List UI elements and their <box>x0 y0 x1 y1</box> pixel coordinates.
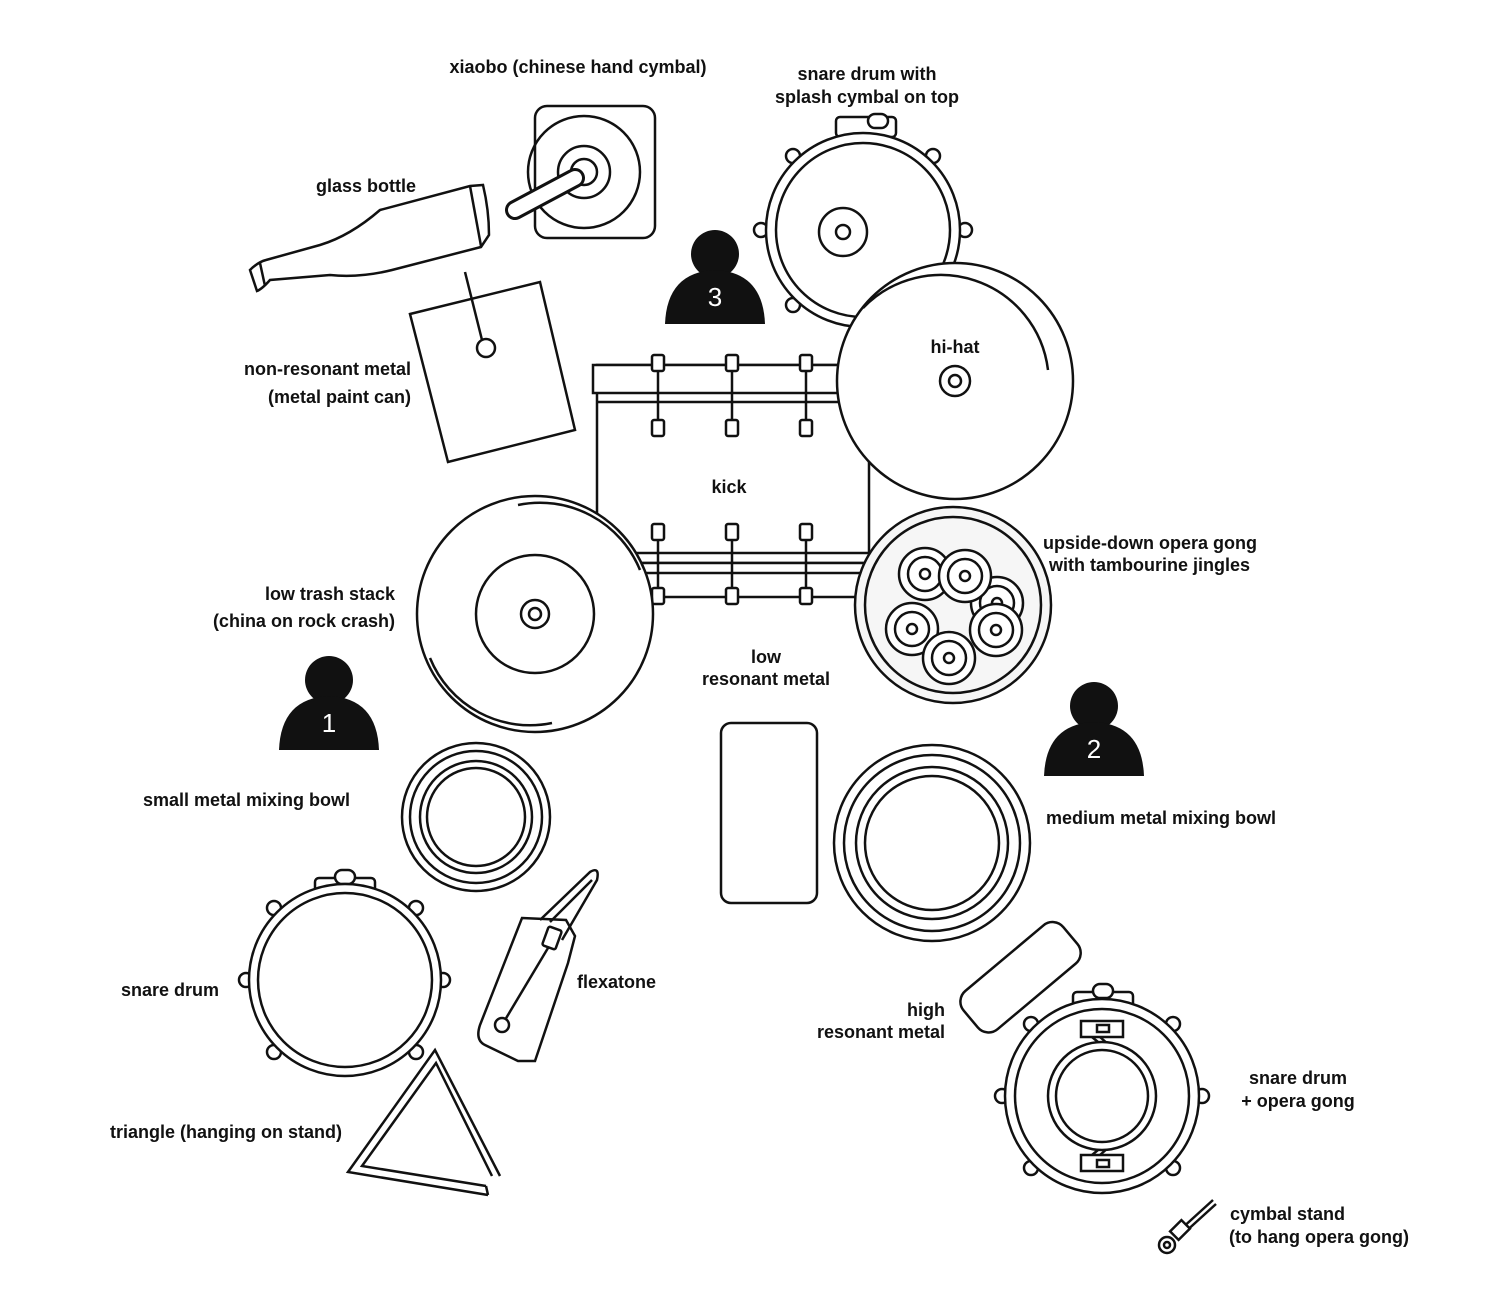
medium-metal-mixing-bowl <box>832 743 1032 943</box>
small-metal-mixing-bowl <box>400 741 552 893</box>
player-1-marker: 1 <box>279 656 379 750</box>
label-non-resonant-line2: (metal paint can) <box>268 387 411 407</box>
label-medium-bowl: medium metal mixing bowl <box>1046 808 1276 828</box>
metal-paint-can <box>408 271 577 464</box>
label-hi-hat: hi-hat <box>931 337 980 357</box>
label-high-resonant-line1: high <box>907 1000 945 1020</box>
low-trash-stack <box>415 494 655 734</box>
label-glass-bottle: glass bottle <box>316 176 416 196</box>
high-resonant-metal <box>959 920 1082 1034</box>
label-non-resonant-line1: non-resonant metal <box>244 359 411 379</box>
snare-drum <box>237 868 452 1078</box>
label-snare-gong-line2: + opera gong <box>1241 1091 1355 1111</box>
label-xiaobo: xiaobo (chinese hand cymbal) <box>449 57 706 77</box>
kick-drum <box>591 353 875 606</box>
label-opera-gong-line1: upside-down opera gong <box>1043 533 1257 553</box>
opera-gong-with-jingles <box>853 505 1053 705</box>
label-snare-splash-line1: snare drum with <box>797 64 936 84</box>
label-snare-gong-line1: snare drum <box>1249 1068 1347 1088</box>
label-kick: kick <box>711 477 747 497</box>
cymbal-stand <box>1157 1199 1217 1255</box>
tambourine-jingles <box>884 546 1025 686</box>
label-triangle: triangle (hanging on stand) <box>110 1122 342 1142</box>
labels: xiaobo (chinese hand cymbal) snare drum … <box>110 57 1409 1247</box>
kick-tension-rods <box>650 353 814 606</box>
low-resonant-metal <box>719 721 819 905</box>
player-2-marker: 2 <box>1044 682 1144 776</box>
glass-bottle <box>248 183 491 293</box>
player-1-number: 1 <box>322 708 336 738</box>
player-3-number: 3 <box>708 282 722 312</box>
flexatone <box>477 869 599 1063</box>
label-low-resonant-line1: low <box>751 647 782 667</box>
label-trash-stack-line2: (china on rock crash) <box>213 611 395 631</box>
label-high-resonant-line2: resonant metal <box>817 1022 945 1042</box>
label-low-resonant-line2: resonant metal <box>702 669 830 689</box>
xiaobo-cymbal <box>505 104 657 240</box>
label-cymbal-stand-line2: (to hang opera gong) <box>1229 1227 1409 1247</box>
snare-with-opera-gong <box>993 982 1211 1195</box>
label-snare-splash-line2: splash cymbal on top <box>775 87 959 107</box>
hi-hat <box>835 261 1075 501</box>
label-small-bowl: small metal mixing bowl <box>143 790 350 810</box>
label-snare-drum: snare drum <box>121 980 219 1000</box>
player-2-number: 2 <box>1087 734 1101 764</box>
label-cymbal-stand-line1: cymbal stand <box>1230 1204 1345 1224</box>
player-3-marker: 3 <box>665 230 765 324</box>
label-opera-gong-line2: with tambourine jingles <box>1048 555 1250 575</box>
label-flexatone: flexatone <box>577 972 656 992</box>
label-trash-stack-line1: low trash stack <box>265 584 396 604</box>
triangle-instrument <box>345 1047 502 1197</box>
